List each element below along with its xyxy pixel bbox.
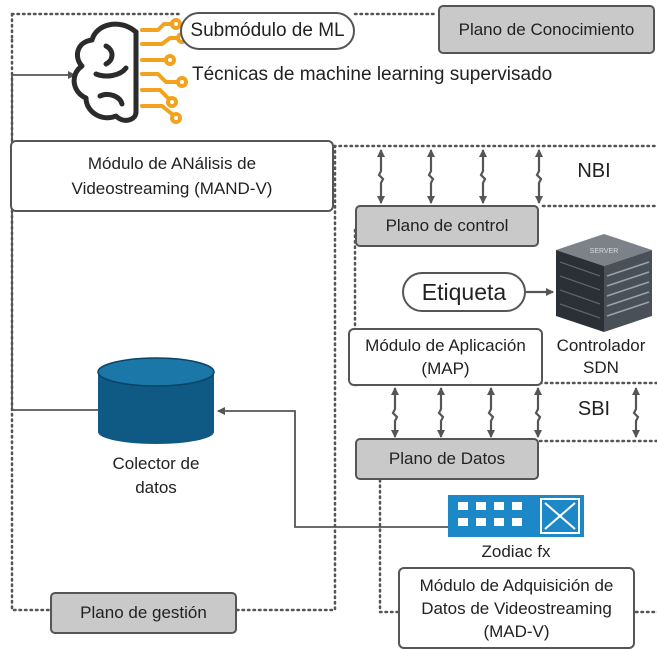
nbi-arrow [479, 149, 487, 204]
sbi-arrow [632, 387, 640, 438]
ml-submodule-label: Submódulo de ML [180, 12, 355, 50]
management-path [11, 71, 448, 528]
database-icon [97, 357, 215, 444]
nbi-label: NBI [577, 160, 611, 182]
control-plane-label: Plano de control [355, 205, 539, 247]
map-module: Módulo de Aplicación (MAP) [348, 328, 543, 386]
sbi-arrows [391, 387, 640, 438]
management-plane-outline [10, 38, 657, 612]
knowledge-plane-label: Plano de Conocimiento [438, 5, 655, 54]
data-plane-outline [378, 439, 657, 614]
sbi-arrow [391, 387, 399, 438]
control-plane-outline [353, 204, 657, 387]
mad-v-module: Módulo de Adquisición de Datos de Videos… [398, 567, 635, 649]
controller-label: Controlador SDN [556, 336, 646, 377]
collector-label: Colector de datos [112, 454, 200, 497]
nbi-arrow [535, 149, 543, 204]
plane-outlines [10, 12, 657, 614]
nbi-arrow [427, 149, 435, 204]
switch-label: Zodiac fx [481, 542, 551, 561]
server-icon: SERVER [556, 234, 652, 332]
nbi-arrows [377, 149, 543, 204]
knowledge-plane-outline [10, 12, 439, 42]
sbi-arrow [437, 387, 445, 438]
switch-icon [448, 495, 584, 537]
mand-v-module: Módulo de ANálisis de Videostreaming (MA… [10, 140, 334, 212]
nbi-arrow [377, 149, 385, 204]
management-plane-label: Plano de gestión [50, 592, 237, 634]
tag-label: Etiqueta [402, 272, 526, 312]
data-plane-label: Plano de Datos [355, 438, 539, 480]
sbi-label: SBI [577, 398, 611, 420]
circuit-icon [140, 18, 188, 124]
brain-icon [71, 21, 139, 123]
collector-to-ml-line [11, 71, 100, 411]
sbi-arrow [534, 387, 542, 438]
server-label: SERVER [590, 248, 619, 255]
ml-technique-text: Técnicas de machine learning supervisado [192, 64, 553, 85]
switch-to-collector-line [217, 407, 448, 528]
sbi-arrow [487, 387, 495, 438]
